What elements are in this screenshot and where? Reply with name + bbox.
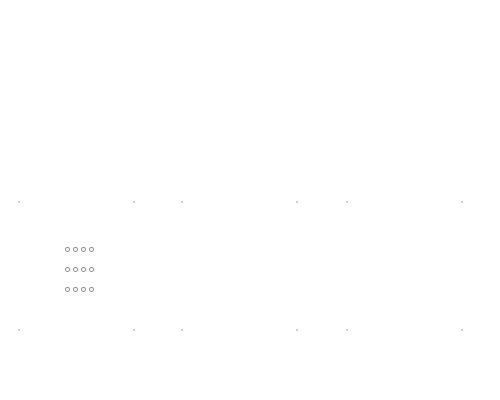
dot-row xyxy=(65,239,94,259)
indicator-dot xyxy=(89,286,94,292)
corner-marker xyxy=(181,201,183,203)
panel-right xyxy=(346,201,463,331)
panel-left xyxy=(18,201,135,331)
corner-marker xyxy=(346,329,348,331)
corner-marker xyxy=(18,201,20,203)
corner-marker xyxy=(133,201,135,203)
corner-marker xyxy=(461,201,463,203)
corner-marker xyxy=(461,329,463,331)
corner-marker xyxy=(181,329,183,331)
indicator-dot xyxy=(65,246,70,252)
panel-middle xyxy=(181,201,298,331)
indicator-dot xyxy=(65,266,70,272)
indicator-dot xyxy=(81,246,86,252)
corner-marker xyxy=(18,329,20,331)
indicator-dot xyxy=(65,286,70,292)
indicator-dot xyxy=(89,246,94,252)
indicator-dot xyxy=(73,266,78,272)
corner-marker xyxy=(296,201,298,203)
indicator-dot-grid xyxy=(65,239,94,299)
dot-row xyxy=(65,279,94,299)
indicator-dot xyxy=(81,266,86,272)
dot-row xyxy=(65,259,94,279)
corner-marker xyxy=(133,329,135,331)
indicator-dot xyxy=(73,286,78,292)
corner-marker xyxy=(296,329,298,331)
indicator-dot xyxy=(81,286,86,292)
corner-marker xyxy=(346,201,348,203)
indicator-dot xyxy=(73,246,78,252)
indicator-dot xyxy=(89,266,94,272)
